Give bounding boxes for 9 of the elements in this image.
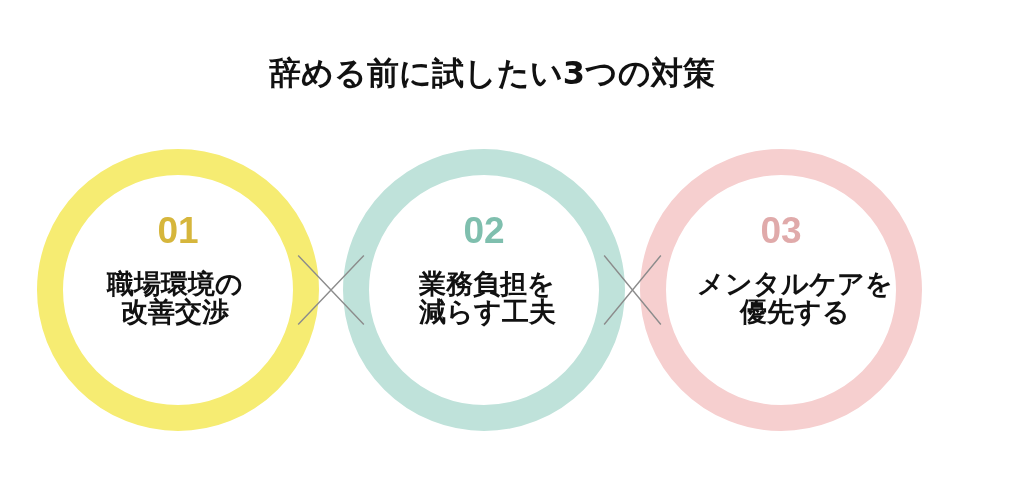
step-text: 職場環境の改善交渉 (105, 270, 244, 327)
cross-connector (297, 254, 365, 326)
step-number: 02 (463, 212, 505, 249)
step-text: 業務負担を減らす工夫 (417, 270, 557, 327)
cross-connector (603, 254, 662, 326)
title: 辞める前に試したい3つの対策 (268, 56, 716, 92)
step-number: 01 (157, 212, 199, 249)
step-text: メンタルケアを優先する (696, 270, 894, 327)
step-number: 03 (760, 212, 802, 249)
